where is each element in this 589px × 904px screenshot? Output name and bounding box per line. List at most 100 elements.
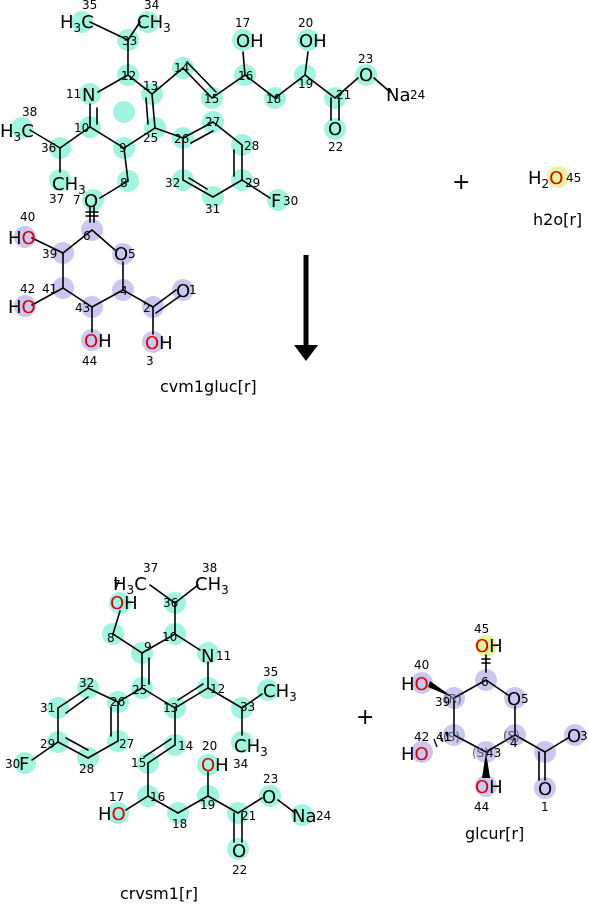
atom-num-6: 6 xyxy=(83,229,91,243)
hash-bonds xyxy=(433,731,449,748)
atom-highlight-O45 xyxy=(547,166,569,188)
atom-num-34: 34 xyxy=(144,0,159,12)
atom-num-45: 45 xyxy=(566,171,581,185)
methyl-38: CH3 xyxy=(195,574,229,597)
atom-num-29: 29 xyxy=(40,737,55,751)
atom-O7: OH xyxy=(110,593,138,614)
atom-num-7: 7 xyxy=(113,578,121,592)
atom-O5: O xyxy=(507,689,521,710)
atom-num-43: 43 xyxy=(75,301,90,315)
atom-O1: O xyxy=(176,281,190,302)
methyl-34: CH3 xyxy=(137,12,171,35)
product-name-crvsm1: crvsm1[r] xyxy=(120,884,198,903)
atom-num-8: 8 xyxy=(107,631,115,645)
atom-num-21: 21 xyxy=(241,809,256,823)
atom-num-12: 12 xyxy=(210,682,225,696)
stereo-S-43: (S) xyxy=(472,746,489,760)
atom-O22: O xyxy=(232,841,246,862)
atom-O44: OH xyxy=(475,777,503,798)
atom-O20: OH xyxy=(299,31,327,52)
methyl-35: CH3 xyxy=(263,681,297,704)
molecule-h2o: H2O 45 h2o[r] xyxy=(528,166,582,229)
atom-num-18: 18 xyxy=(266,92,281,106)
stereo-S-4: (S) xyxy=(503,729,520,743)
atom-num-23: 23 xyxy=(358,52,373,66)
atom-O23: O xyxy=(262,787,276,808)
atom-num-18: 18 xyxy=(172,817,187,831)
atom-num-41: 41 xyxy=(42,282,57,296)
atom-num-45: 45 xyxy=(474,622,489,636)
atom-num-15: 15 xyxy=(204,92,219,106)
atom-O7: O xyxy=(84,191,98,212)
atom-num-19: 19 xyxy=(200,798,215,812)
atom-labels: 37 38 H3C CH3 36 7 OH 8 9 10 N 11 35 CH3… xyxy=(5,561,331,877)
atom-num-25: 25 xyxy=(143,131,158,145)
atom-num-22: 22 xyxy=(232,863,247,877)
atom-num-14: 14 xyxy=(174,61,189,75)
atom-num-26: 26 xyxy=(174,132,189,146)
atom-num-14: 14 xyxy=(178,739,193,753)
atom-num-24: 24 xyxy=(316,809,331,823)
atom-num-20: 20 xyxy=(202,739,217,753)
methyl-37: H3C xyxy=(113,574,147,597)
atom-num-4: 4 xyxy=(510,736,518,750)
atom-num-39: 39 xyxy=(42,247,57,261)
atom-num-17: 17 xyxy=(235,16,250,30)
molecule-crvsm1: 37 38 H3C CH3 36 7 OH 8 9 10 N 11 35 CH3… xyxy=(5,561,331,903)
atom-num-28: 28 xyxy=(79,762,94,776)
atom-O17: OH xyxy=(236,31,264,52)
atom-O40: HO xyxy=(401,674,429,695)
atom-O3: O xyxy=(567,726,581,747)
atom-num-38: 38 xyxy=(202,561,217,575)
atom-num-36: 36 xyxy=(163,596,178,610)
plus-sign-products: + xyxy=(356,705,374,730)
atom-num-25: 25 xyxy=(132,683,147,697)
atom-num-42: 42 xyxy=(20,282,35,296)
atom-O1: O xyxy=(538,779,552,800)
atom-num-1: 1 xyxy=(189,283,197,297)
molecule-glcur: 45 OH 40 HO 6 O 5 (R) 39 42 HO (S) 41 (S… xyxy=(401,622,588,843)
atom-num-34: 34 xyxy=(233,757,248,771)
atom-Na24: Na xyxy=(386,85,411,106)
atom-F30: F xyxy=(271,191,281,212)
atom-num-8: 8 xyxy=(120,176,128,190)
atom-num-32: 32 xyxy=(165,176,180,190)
atom-N11: N xyxy=(82,85,95,106)
atom-num-35: 35 xyxy=(263,665,278,679)
atom-num-21: 21 xyxy=(336,88,351,102)
atom-O22: O xyxy=(328,119,342,140)
atom-num-3: 3 xyxy=(146,354,154,368)
stereo-R-39: (R) xyxy=(444,692,462,706)
atom-O5: O xyxy=(114,244,128,265)
atom-O23: O xyxy=(359,65,373,86)
atom-num-40: 40 xyxy=(414,658,429,672)
methyl-37: CH3 xyxy=(52,174,86,197)
atom-num-16: 16 xyxy=(238,69,253,83)
atom-num-11: 11 xyxy=(216,649,231,663)
atom-num-19: 19 xyxy=(298,77,313,91)
atom-N11: N xyxy=(201,646,214,667)
atom-num-37: 37 xyxy=(49,192,64,206)
atom-num-10: 10 xyxy=(74,121,89,135)
atom-num-33: 33 xyxy=(240,700,255,714)
atom-O3: OH xyxy=(145,333,173,354)
atom-num-31: 31 xyxy=(205,202,220,216)
atom-num-3: 3 xyxy=(580,729,588,743)
atom-labels: 45 OH 40 HO 6 O 5 (R) 39 42 HO (S) 41 (S… xyxy=(401,622,588,814)
atom-num-44: 44 xyxy=(474,800,489,814)
atom-num-32: 32 xyxy=(79,676,94,690)
atom-num-6: 6 xyxy=(481,675,489,689)
atom-O45: OH xyxy=(475,636,503,657)
bonds xyxy=(29,21,391,335)
plus-sign-reactants: + xyxy=(452,170,470,195)
atom-num-42: 42 xyxy=(414,730,429,744)
atom-num-35: 35 xyxy=(82,0,97,12)
atom-num-5: 5 xyxy=(128,247,136,261)
atom-O17: HO xyxy=(98,804,126,825)
atom-num-26: 26 xyxy=(110,695,125,709)
atom-num-33: 33 xyxy=(122,34,137,48)
atom-num-9: 9 xyxy=(119,141,127,155)
atom-num-24: 24 xyxy=(410,88,425,102)
atom-Na24: Na xyxy=(292,806,317,827)
